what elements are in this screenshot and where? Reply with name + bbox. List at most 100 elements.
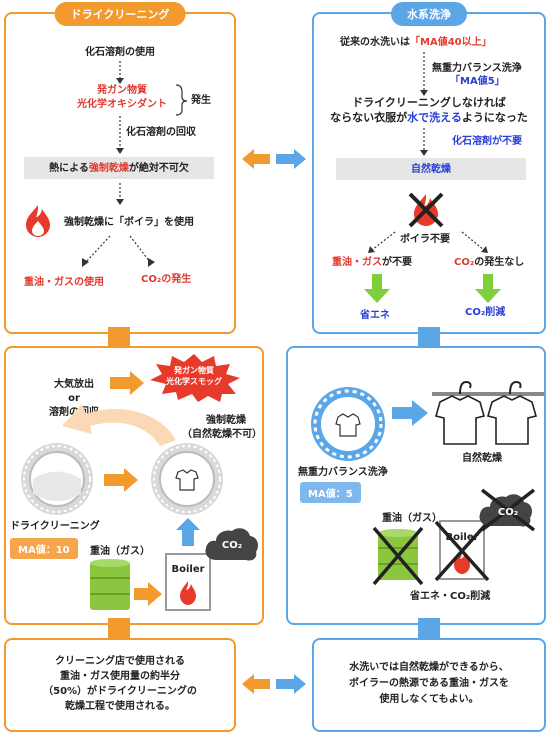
connector-right-1	[418, 327, 440, 349]
left-summary-line2: 重油・ガス使用量の約半分	[60, 671, 180, 682]
forced-post: が絶対不可欠	[128, 163, 189, 174]
forced-dry-drum-icon	[151, 443, 223, 515]
dry-cleaning-header: ドライクリーニング	[54, 2, 186, 26]
zero-gravity-drum-icon	[311, 387, 385, 461]
forced-drying-statement: 熱による強制乾燥が絶対不可欠	[24, 162, 214, 176]
fuel-unneeded-post: が不要	[382, 257, 412, 268]
co2-none-label: CO₂の発生なし	[454, 256, 524, 270]
forced-dry-line1: 強制乾燥	[206, 415, 246, 426]
solvent-recovery-label: 化石溶剤の回収	[126, 127, 196, 138]
washable-line1: ドライクリーニングしなければ	[352, 96, 506, 109]
line-b-pre: ならない衣服が	[330, 111, 408, 124]
emission-line3: 溶剤の回収	[49, 407, 99, 418]
emission-substance-line1: 発ガン物質	[97, 85, 147, 96]
co2-cloud-label-left: CO₂	[221, 540, 243, 551]
forced-red: 強制乾燥	[88, 163, 129, 174]
washable-line2: ならない衣服が水で洗えるようになった	[312, 111, 546, 126]
right-summary-line3: 使用しなくてもよい。	[379, 694, 479, 705]
water-cleaning-header: 水系洗浄	[391, 2, 467, 26]
co2-none-red: CO₂	[454, 257, 475, 268]
emission-substance-line2: 光化学オキシダント	[77, 99, 167, 110]
forced-drying-bar	[24, 157, 214, 179]
water-cleaning-summary-panel	[312, 638, 546, 732]
forced-pre: 熱による	[49, 163, 89, 174]
natural-dry-label: 自然乾燥	[411, 164, 451, 175]
co2-generation-label: CO₂の発生	[141, 274, 192, 285]
zero-gravity-line1: 無重力バランス洗浄	[432, 63, 522, 74]
mid-summary-label: 省エネ・CO₂削減	[410, 591, 491, 602]
flame-icon	[26, 205, 50, 237]
boiler-label-left: Boiler	[171, 564, 205, 575]
solvent-unneeded-label: 化石溶剤が不要	[452, 136, 522, 147]
forced-dry-line2: （自然乾燥不可）	[182, 429, 262, 440]
boiler-label-right: Boiler	[445, 532, 479, 543]
zero-gravity-label: 無重力バランス洗浄	[298, 467, 388, 478]
co2-reduction-label: CO₂削減	[465, 307, 506, 318]
oil-drum-icon	[90, 559, 130, 610]
emission-line2: or	[68, 393, 80, 404]
fuel-label-right: 重油（ガス）	[382, 513, 442, 524]
emission-line1: 大気放出	[54, 379, 94, 390]
right-summary-line2: ボイラーの熱源である重油・ガスを	[349, 678, 509, 689]
fuel-unneeded-label: 重油・ガスが不要	[332, 256, 412, 270]
crossed-oil-drum-icon	[372, 526, 424, 586]
zero-gravity-line2: 「MA値5」	[450, 76, 505, 87]
dry-cleaning-label: ドライクリーニング	[10, 521, 100, 532]
hanging-shirts-icon	[432, 380, 544, 445]
smog-burst-icon	[150, 354, 240, 402]
fuel-use-label: 重油・ガスの使用	[24, 277, 104, 288]
left-summary-line1: クリーニング店で使用される	[55, 656, 185, 667]
ma-red: 「MA値40以上」	[410, 37, 492, 48]
co2-none-post: の発生なし	[474, 257, 525, 268]
crossed-boiler-icon	[434, 520, 490, 582]
natural-dry-label-mid: 自然乾燥	[462, 453, 502, 464]
connector-left-1	[108, 327, 130, 349]
smog-line1: 発ガン物質	[174, 366, 214, 375]
ma-value-statement: 従来の水洗いは「MA値40以上」	[340, 36, 492, 50]
ma-10-tag: MA値：10	[10, 538, 78, 559]
crossed-co2-cloud-icon	[479, 488, 536, 532]
energy-saving-label: 省エネ	[360, 310, 390, 321]
natural-dry-bar	[336, 158, 526, 180]
fuel-unneeded-red: 重油・ガス	[332, 257, 382, 268]
boiler-unneeded-label: ボイラ不要	[400, 234, 450, 245]
co2-cloud-label-right: CO₂	[497, 507, 519, 518]
left-summary-line3: （50%）がドライクリーニングの	[43, 686, 197, 697]
smog-line2: 光化学スモッグ	[166, 377, 222, 386]
co2-cloud-icon	[205, 528, 258, 561]
connector-left-2	[108, 618, 130, 640]
boiler-icon	[165, 553, 211, 611]
fuel-label-left: 重油（ガス）	[90, 546, 150, 557]
line-b-blue: 水で洗える	[407, 111, 462, 124]
connector-right-2	[418, 618, 440, 640]
ma-pre: 従来の水洗いは	[340, 37, 410, 48]
solvent-use-label: 化石溶剤の使用	[85, 47, 155, 58]
generation-label: 発生	[191, 95, 211, 106]
ma-5-tag: MA値：5	[300, 482, 361, 503]
boiler-use-label: 強制乾燥に「ボイラ」を使用	[64, 217, 194, 228]
dry-cleaning-drum-icon	[21, 443, 93, 515]
dry-cleaning-summary-panel	[4, 638, 236, 732]
right-summary-line1: 水洗いでは自然乾燥ができるから、	[349, 662, 509, 673]
no-flame-icon	[408, 192, 444, 228]
line-b-post: ようになった	[461, 111, 528, 124]
left-summary-line4: 乾燥工程で使用される。	[65, 701, 175, 712]
